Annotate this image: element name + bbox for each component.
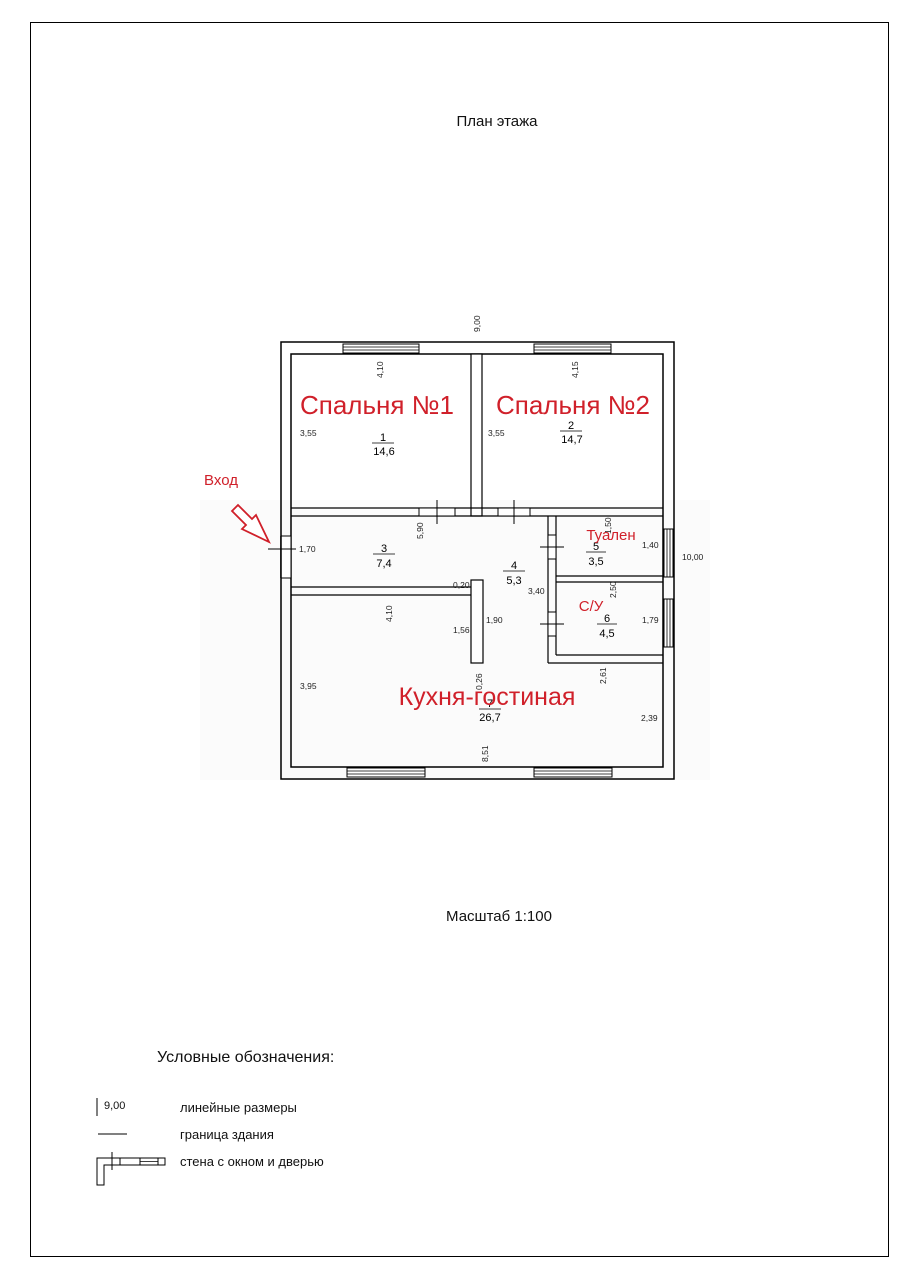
dim-r1-height: 3,55 [300,428,317,438]
sheet-frame [30,22,889,1257]
dim-hall-wall-gap: 0,20 [453,580,470,590]
plan-title: План этажа [456,113,538,130]
door-bedroom-2 [497,500,531,524]
svg-text:4: 4 [511,560,517,572]
dim-corridor-height: 3,40 [528,586,545,596]
window-top-left [342,343,420,354]
dim-r3-height: 1,70 [299,544,316,554]
svg-text:26,7: 26,7 [479,712,500,724]
door-bathroom [540,611,564,637]
dim-r6-width: 2,50 [608,581,618,598]
dim-corridor-len: 1,90 [486,615,503,625]
legend-heading: Условные обозначения: [157,1049,335,1066]
svg-text:3: 3 [381,543,387,555]
dim-r1-width: 4,10 [375,361,385,378]
room-1-tag: 1 14,6 [372,432,395,458]
label-bedroom-1: Спальня №1 [300,390,454,420]
svg-text:5,3: 5,3 [506,575,521,587]
dim-r7-right-width: 2,61 [598,667,608,684]
legend-item-boundary: граница здания [180,1127,274,1142]
label-bedroom-2: Спальня №2 [496,390,650,420]
label-kitchen-living: Кухня-гостиная [399,683,576,711]
dim-r7-right-height: 2,39 [641,713,658,723]
svg-text:7: 7 [487,698,493,710]
window-right-lower [663,598,674,648]
svg-text:6: 6 [604,613,610,625]
room-7-tag: 7 26,7 [479,698,501,724]
dim-hall-width: 4,10 [384,605,394,622]
dimension-labels: 9,00 10,00 4,10 4,15 3,55 3,55 1,70 5,90… [299,315,704,762]
window-top-right [533,343,612,354]
dim-wall-thick: 0,26 [474,673,484,690]
svg-text:7,4: 7,4 [376,558,391,570]
dim-r2-height: 3,55 [488,428,505,438]
svg-text:5: 5 [593,541,599,553]
room-6-tag: 6 4,5 [597,613,617,640]
dim-bottom-width: 8,51 [480,745,490,762]
svg-text:14,7: 14,7 [561,434,582,446]
dim-r2-width: 4,15 [570,361,580,378]
svg-text:1: 1 [380,432,386,444]
dim-top-width: 9,00 [472,315,482,332]
legend-item-wall: стена с окном и дверью [180,1154,324,1169]
wall-hall-kitchen [291,586,471,596]
wall-bathrooms-middle [556,575,663,583]
dim-r5-width: 1,50 [603,517,613,534]
window-bottom-left [346,767,426,778]
wall-bedroom-divider [470,353,483,517]
room-2-tag: 2 14,7 [560,420,583,446]
legend-wall-symbol [96,1152,166,1186]
dim-right-height: 10,00 [682,552,704,562]
legend-sample-dimension: 9,00 [104,1100,126,1112]
dim-r3-width: 5,90 [415,522,425,539]
entrance-arrow-icon [230,503,271,544]
door-bedroom-1 [418,500,456,524]
wall-bathrooms-bottom [548,654,663,664]
dim-r6-height: 1,79 [642,615,659,625]
dim-r7-left-height: 3,95 [300,681,317,691]
dim-r5-height: 1,40 [642,540,659,550]
dim-hall-depth: 1,56 [453,625,470,635]
label-toilet: Туален [586,527,635,544]
room-4-tag: 4 5,3 [503,560,525,587]
label-entrance: Вход [204,472,238,489]
wall-bedrooms-bottom [291,507,663,517]
scale-label: Масштаб 1:100 [446,908,552,925]
window-bottom-right [533,767,613,778]
window-right-upper [663,528,674,578]
room-annotations: Спальня №1 Спальня №2 Туален С/У Кухня-г… [204,390,650,711]
entrance-door [268,535,296,579]
svg-text:14,6: 14,6 [373,446,394,458]
room-5-tag: 5 3,5 [586,541,606,568]
wall-partition [470,579,484,664]
legend-item-dimensions: линейные размеры [180,1100,297,1115]
label-bathroom: С/У [579,598,604,615]
door-toilet [540,534,564,560]
svg-text:4,5: 4,5 [599,628,614,640]
svg-text:3,5: 3,5 [588,556,603,568]
room-3-tag: 3 7,4 [373,543,395,570]
svg-text:2: 2 [568,420,574,432]
